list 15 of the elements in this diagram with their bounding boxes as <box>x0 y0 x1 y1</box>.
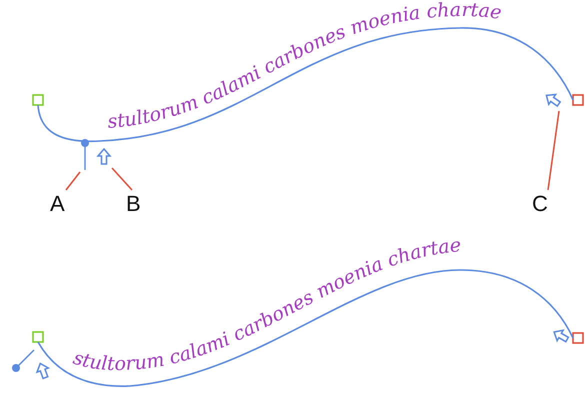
callout-letter: A <box>50 192 65 216</box>
start-dot-marker <box>81 139 89 170</box>
hollow-arrow-marker <box>546 94 562 108</box>
hollow-arrow-marker <box>96 148 112 165</box>
handle-square <box>32 331 44 343</box>
curve-path <box>37 269 574 387</box>
leader-line <box>111 168 133 190</box>
curve-path <box>37 27 574 142</box>
callout-letter: C <box>532 192 548 216</box>
handle-square <box>32 94 44 106</box>
leader-line <box>547 110 560 190</box>
handle-square <box>572 332 584 344</box>
handle-square <box>572 94 584 106</box>
leader-line <box>65 172 81 190</box>
callout-letter: B <box>126 192 141 216</box>
